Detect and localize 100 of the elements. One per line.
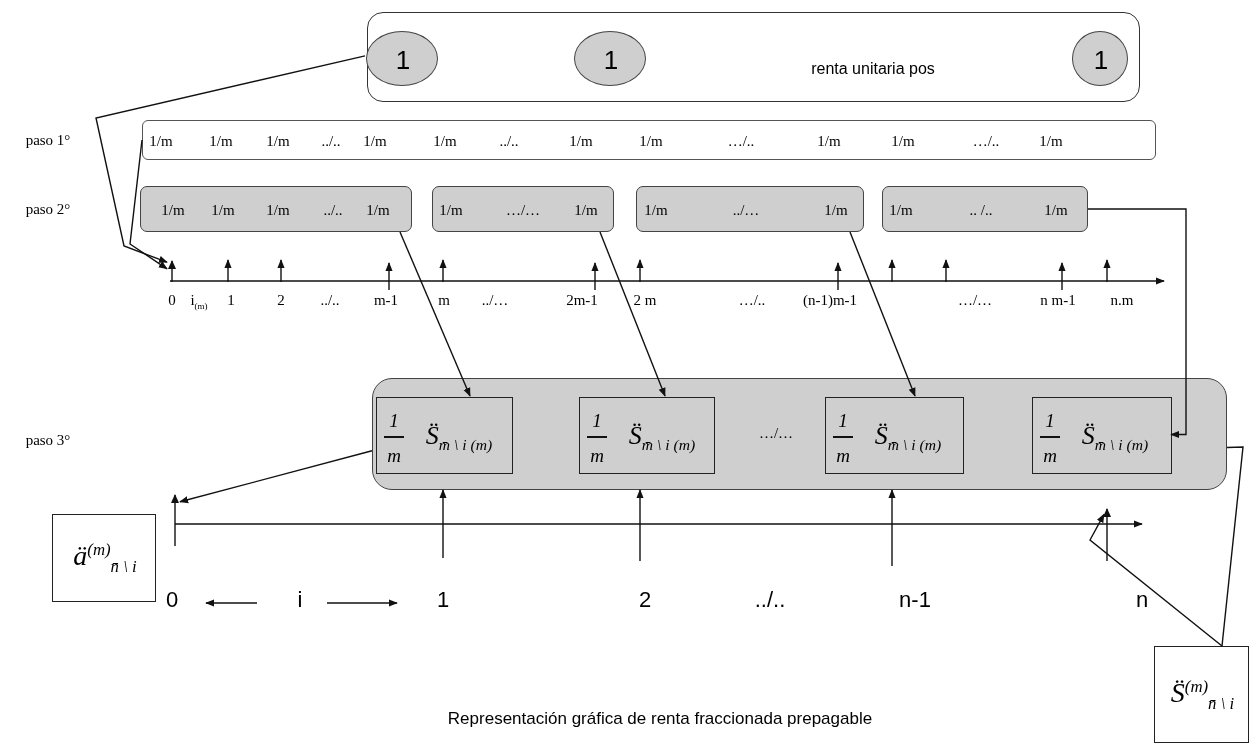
formula-text: S̈$_{m̄ \ i (m)}$	[874, 423, 942, 453]
fraction-text: 1/m	[433, 133, 457, 149]
fraction-text: 1/m	[209, 133, 233, 149]
step-label: paso 2°	[25, 201, 71, 217]
arrow	[888, 489, 896, 567]
fraction-text: 1/m	[824, 202, 848, 218]
axis-label: n-1	[899, 589, 931, 611]
formula-text: 1	[1045, 410, 1055, 430]
group-box	[636, 186, 864, 232]
value-ellipse	[366, 31, 438, 86]
axis-label: i$_{(m)}$	[190, 293, 208, 311]
axis-label: …/…	[957, 292, 993, 308]
fraction-text: 1/m	[149, 133, 173, 149]
axis-label: ../..	[754, 589, 786, 611]
group-box	[432, 186, 614, 232]
arrow	[129, 139, 168, 270]
ellipsis-text: .. /..	[969, 202, 993, 218]
formula-text: 1	[389, 410, 399, 430]
arrow	[95, 55, 366, 263]
fraction-text: 1/m	[363, 133, 387, 149]
connector-line	[1221, 446, 1244, 647]
arrow	[439, 489, 447, 559]
fraction-text: 1/m	[891, 133, 915, 149]
value-ellipse	[1072, 31, 1128, 86]
axis-label: 2	[277, 292, 285, 308]
formula-text: m	[1043, 445, 1057, 465]
arrow	[179, 450, 373, 504]
ellipsis-text: …/..	[727, 133, 755, 149]
formula-text: S̈$_{m̄ \ i (m)}$	[1081, 423, 1149, 453]
value-text: 1	[1093, 47, 1109, 73]
fraction-text: 1/m	[211, 202, 235, 218]
group-box	[882, 186, 1088, 232]
arrow	[849, 231, 916, 397]
axis-label: ../..	[320, 292, 340, 308]
formula-box	[825, 397, 964, 474]
arrow	[1087, 208, 1187, 439]
value-text: 1	[395, 47, 411, 73]
formula-text: 1	[838, 410, 848, 430]
arrow	[1089, 513, 1223, 647]
axis-label: n m-1	[1040, 292, 1076, 308]
formula-box	[1154, 646, 1249, 743]
axis-label: m-1	[373, 292, 399, 308]
axis-label: (n-1)m-1	[802, 292, 858, 308]
step-label: paso 3°	[25, 432, 71, 448]
ellipsis-text: ../…	[732, 202, 760, 218]
formula-box	[52, 514, 156, 602]
formula-text: m	[387, 445, 401, 465]
fraction-text: 1/m	[1044, 202, 1068, 218]
ellipsis-text: ../..	[499, 133, 519, 149]
axis-label: n	[1135, 589, 1149, 611]
caption: Representación gráfica de renta fraccionada prepagable	[447, 709, 873, 727]
fraction-text: 1/m	[817, 133, 841, 149]
formula-text: 1	[592, 410, 602, 430]
fraction-text: 1/m	[161, 202, 185, 218]
axis-label: 1	[227, 292, 235, 308]
tick-arrow	[167, 260, 177, 282]
axis-label: …/..	[738, 292, 766, 308]
group-box	[140, 186, 412, 232]
axis-label: n.m	[1110, 292, 1134, 308]
axis-label: 1	[436, 589, 450, 611]
axis-label: ../…	[481, 292, 509, 308]
panel-label: renta unitaria pos	[811, 61, 935, 77]
axis-label: 2m-1	[566, 292, 598, 308]
axis-label: i	[297, 589, 303, 611]
axis-label: 0	[168, 292, 176, 308]
fraction-text: 1/m	[889, 202, 913, 218]
fraction-text: 1/m	[574, 202, 598, 218]
axis-label: 0	[165, 589, 179, 611]
arrow	[399, 231, 471, 397]
ellipsis-text: ../..	[321, 133, 341, 149]
fraction-row-box	[142, 120, 1156, 160]
fraction-text: 1/m	[366, 202, 390, 218]
axis-label: 2	[638, 589, 652, 611]
formula-text: S̈$_{m̄ \ i (m)}$	[628, 423, 696, 453]
rounded-panel	[367, 12, 1140, 102]
fraction-text: 1/m	[644, 202, 668, 218]
formula-text: m	[590, 445, 604, 465]
value-text: 1	[603, 47, 619, 73]
axis-label: m	[438, 292, 450, 308]
formula-box	[376, 397, 513, 474]
formula-text: m	[836, 445, 850, 465]
ellipsis-text: …/..	[972, 133, 1000, 149]
ellipsis-text: ../..	[323, 202, 343, 218]
ellipsis-text: …/…	[758, 425, 794, 441]
fraction-text: 1/m	[439, 202, 463, 218]
fraction-text: 1/m	[266, 202, 290, 218]
tick-arrow	[170, 494, 180, 546]
formula-box	[579, 397, 715, 474]
arrow	[599, 231, 666, 397]
step-label: paso 1°	[25, 132, 71, 148]
fraction-text: 1/m	[1039, 133, 1063, 149]
rounded-panel	[372, 378, 1227, 490]
formula-text: S̈$_{m̄ \ i (m)}$	[425, 423, 493, 453]
formula-box	[1032, 397, 1172, 474]
axis-label: 2 m	[633, 292, 657, 308]
fraction-text: 1/m	[266, 133, 290, 149]
fraction-text: 1/m	[639, 133, 663, 149]
arrow	[636, 489, 644, 562]
tick-arrow	[1102, 508, 1112, 561]
ellipsis-text: …/…	[505, 202, 541, 218]
